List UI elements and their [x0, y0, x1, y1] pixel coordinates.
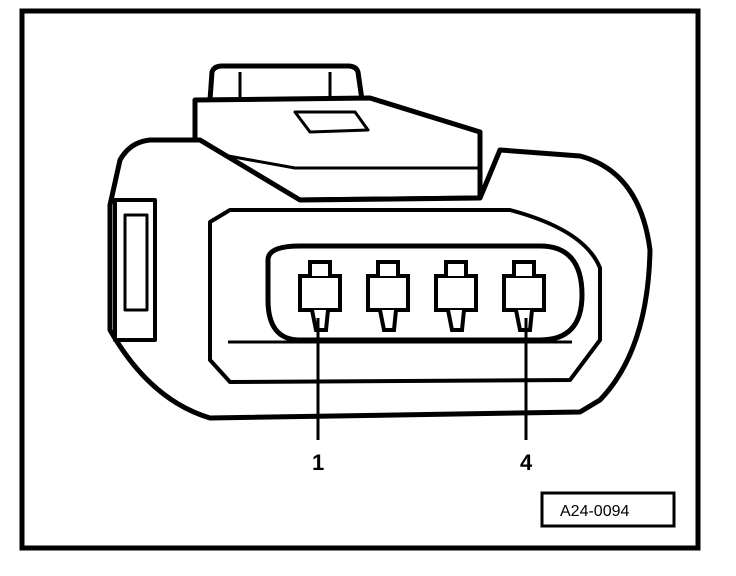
pin-slot-4: [502, 260, 546, 332]
connector-housing: [107, 63, 653, 421]
pin-slot-2: [366, 260, 410, 332]
pin-label-1: 1: [312, 450, 324, 475]
pin-insert: [265, 243, 585, 343]
pin-slot-3: [434, 260, 478, 332]
pin-label-4: 4: [520, 450, 533, 475]
reference-code-box: [540, 491, 676, 528]
locking-tab: [207, 63, 365, 101]
reference-code: A24-0094: [560, 503, 629, 520]
pin-slot-1: [298, 260, 342, 332]
pin-slots: [298, 260, 546, 332]
